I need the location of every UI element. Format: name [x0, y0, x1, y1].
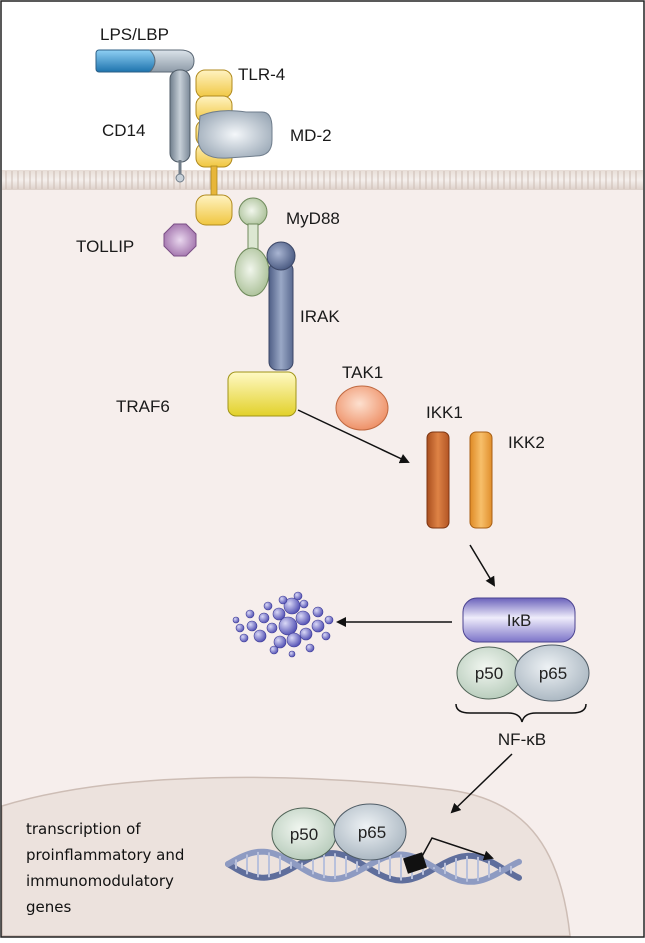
md2-label: MD-2 [290, 126, 332, 145]
cd14-label: CD14 [102, 121, 145, 140]
protein-fragment [293, 591, 303, 601]
protein-fragment [312, 606, 324, 618]
transcription-note-line-2: proinflammatory and [26, 846, 184, 864]
protein-fragment [299, 599, 309, 609]
protein-fragment [239, 633, 249, 643]
ikb-degradation-fragments [232, 591, 334, 658]
protein-fragment [266, 622, 278, 634]
protein-fragment [299, 627, 313, 641]
md2-protein [197, 110, 273, 159]
protein-fragment [273, 635, 287, 649]
irak-kinase [266, 241, 296, 371]
nfkb-brace [455, 703, 587, 723]
arrow-nfkb-to-nucleus [450, 753, 513, 814]
nfkb-label: NF-κB [498, 730, 546, 749]
tollip-label: TOLLIP [76, 237, 134, 256]
protein-fragment [311, 619, 325, 633]
dna-double-helix [225, 848, 522, 885]
transcription-start-arrow [419, 837, 494, 861]
p50-label: p50 [475, 664, 503, 683]
cd14-receptor [169, 69, 191, 183]
protein-fragment [321, 631, 331, 641]
lps-lbp-complex [95, 49, 195, 73]
lps-lbp-label: LPS/LBP [100, 25, 169, 44]
protein-fragment [246, 620, 258, 632]
p65-subunit [514, 644, 590, 702]
protein-fragment [235, 623, 245, 633]
protein-fragment [288, 650, 296, 658]
traf6-protein [227, 371, 297, 417]
transcription-note-line-3: immunomodulatory [26, 872, 174, 890]
protein-fragment [305, 643, 315, 653]
tak1-kinase [335, 385, 389, 431]
protein-fragment [295, 610, 311, 626]
protein-fragment [278, 616, 298, 636]
ikk2-kinase [469, 431, 493, 529]
dna-strand [225, 850, 522, 884]
protein-fragment [232, 616, 240, 624]
protein-fragment [258, 612, 270, 624]
ikk2-label: IKK2 [508, 433, 545, 452]
protein-fragment [324, 615, 334, 625]
transcription-note-line-1: transcription of [26, 820, 141, 838]
dna-strand [225, 848, 522, 885]
ikk1-kinase [426, 431, 450, 529]
protein-fragment [263, 601, 273, 611]
ikb-inhibitor [462, 597, 576, 643]
protein-fragment [283, 597, 301, 615]
protein-fragment [286, 632, 302, 648]
tollip-protein [163, 223, 197, 257]
protein-fragment [269, 645, 279, 655]
arrow-ikk-to-ikb [469, 544, 496, 587]
traf6-label: TRAF6 [116, 397, 170, 416]
ikb-label: IκB [507, 611, 532, 630]
transcription-note: transcription of proinflammatory and imm… [26, 820, 189, 916]
protein-fragment [245, 609, 255, 619]
ikk1-label: IKK1 [426, 403, 463, 422]
p65-label: p65 [539, 664, 567, 683]
tak1-label: TAK1 [342, 363, 383, 382]
protein-fragment [253, 629, 267, 643]
tlr4-label: TLR-4 [238, 65, 285, 84]
irak-label: IRAK [300, 307, 340, 326]
protein-fragment [278, 595, 288, 605]
nuclear-p65-subunit [333, 803, 407, 861]
myd88-label: MyD88 [286, 209, 340, 228]
nuclear-p50-label: p50 [290, 825, 318, 844]
plasma-membrane [2, 170, 643, 190]
nuclear-p65-label: p65 [358, 823, 386, 842]
arrow-traf6-to-ikk [297, 409, 410, 464]
myd88-adapter [234, 197, 270, 297]
protein-fragment [272, 607, 286, 621]
transcription-note-line-4: genes [26, 898, 71, 916]
